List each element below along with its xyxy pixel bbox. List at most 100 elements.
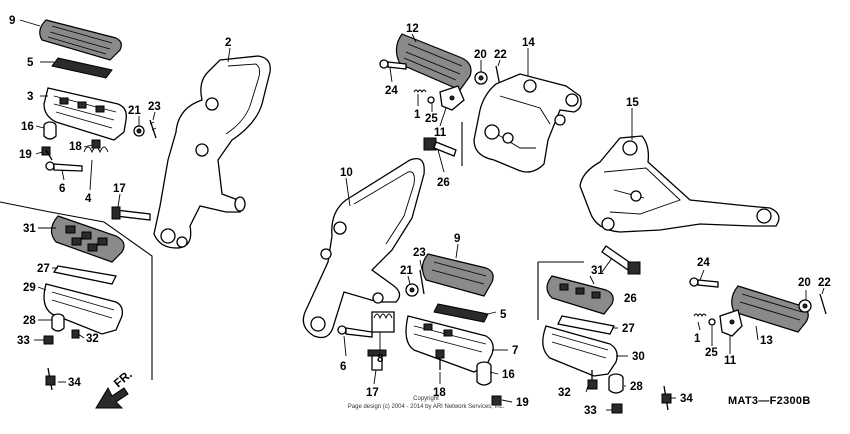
part-ball-25-right (708, 318, 716, 326)
diagram-code: MAT3—F2300B (728, 395, 811, 407)
part-bolt-34-left (45, 367, 56, 391)
callout-9: 9 (9, 15, 15, 27)
callout-32b: 32 (558, 387, 571, 399)
copyright-line-2: Page design (c) 2004 - 2014 by ARI Netwo… (348, 404, 505, 410)
part-bolt-18-center (435, 349, 445, 370)
callout-1: 1 (414, 109, 421, 121)
part-bolt-17-center (367, 349, 387, 371)
callout-19b: 19 (516, 397, 529, 409)
callout-5: 5 (27, 57, 34, 69)
part-spring-1-center (413, 89, 427, 94)
leaders-right (585, 108, 825, 411)
part-bolt-32-right (587, 370, 598, 390)
callout-17b: 17 (366, 387, 379, 399)
part-footpeg-30 (542, 325, 618, 377)
callout-26: 26 (437, 177, 450, 189)
callout-17: 17 (113, 183, 126, 195)
part-bracket-2 (153, 55, 271, 249)
part-bolt-19-left (41, 146, 53, 161)
callout-25b: 25 (705, 347, 718, 359)
part-plate-27-left (52, 265, 117, 285)
callout-2: 2 (225, 37, 231, 49)
callout-4: 4 (85, 193, 92, 205)
part-bracket-14 (473, 73, 582, 173)
part-bolt-33-left (43, 335, 54, 345)
part-pin-23-center (419, 269, 425, 295)
callout-11b: 11 (724, 355, 737, 367)
part-spring-8 (371, 311, 395, 333)
callout-3: 3 (27, 91, 33, 103)
part-washer-21-left (133, 125, 145, 137)
part-bolt-26-right (601, 245, 641, 275)
callout-18: 18 (69, 141, 82, 153)
boxed-subassembly-right (537, 261, 584, 320)
part-washer-20-right (798, 299, 812, 313)
part-bushing-28-left (51, 313, 65, 332)
part-footpeg-rubber-9-center (421, 253, 494, 297)
part-footpeg-rubber-31-left (50, 215, 125, 263)
callout-15: 15 (626, 97, 639, 109)
callout-29: 29 (23, 282, 36, 294)
part-footpeg-29 (43, 283, 124, 335)
callout-7: 7 (512, 345, 518, 357)
part-bolt-26-center (423, 137, 457, 157)
callout-10: 10 (340, 167, 353, 179)
part-pin-6-center (337, 325, 373, 338)
callout-24: 24 (385, 85, 398, 97)
part-footpeg-upper-left (43, 87, 127, 141)
callout-21: 21 (128, 105, 141, 117)
callout-5b: 5 (500, 309, 507, 321)
callout-1b: 1 (694, 333, 701, 345)
callout-16: 16 (21, 121, 34, 133)
callout-9b: 9 (454, 233, 460, 245)
callout-20b: 20 (798, 277, 811, 289)
front-direction-label: FR. (111, 367, 135, 390)
front-direction-arrow (95, 386, 129, 409)
part-plate-upper-left (51, 57, 113, 79)
part-bushing-28-right (608, 373, 624, 394)
part-footpeg-rubber-31-right (546, 275, 614, 315)
callout-21b: 21 (400, 265, 413, 277)
part-spring-1-right (693, 313, 707, 318)
callout-18b: 18 (433, 387, 446, 399)
part-bushing-16-left (43, 121, 57, 140)
part-plate-27-right (557, 315, 615, 335)
callout-19: 19 (19, 149, 32, 161)
part-bolt-33-right (611, 403, 623, 414)
callout-33: 33 (17, 335, 30, 347)
part-plate-5-center (433, 303, 489, 323)
part-bracket-15 (579, 135, 780, 233)
part-footpeg-rubber-upper-left (39, 19, 122, 61)
part-bolt-24-right (689, 277, 719, 288)
part-footpeg-rubber-12 (395, 33, 472, 91)
callout-32: 32 (86, 333, 99, 345)
part-bolt-19-center (491, 395, 502, 406)
callout-13: 13 (760, 335, 773, 347)
callout-20: 20 (474, 49, 487, 61)
callout-34: 34 (68, 377, 81, 389)
callout-22b: 22 (818, 277, 831, 289)
part-bushing-16-center (476, 361, 492, 386)
callout-6b: 6 (340, 361, 346, 373)
copyright-line-1: Copyright (413, 396, 439, 402)
callout-30: 30 (632, 351, 645, 363)
callout-16b: 16 (502, 369, 515, 381)
callout-28b: 28 (630, 381, 643, 393)
callout-24b: 24 (697, 257, 710, 269)
callout-23: 23 (148, 101, 161, 113)
leaders-center-lower (343, 177, 513, 403)
part-ball-25-center (427, 96, 435, 104)
part-plate-11-right (719, 309, 743, 337)
callout-25: 25 (425, 113, 438, 125)
callout-31: 31 (23, 223, 36, 235)
callout-labels: 9 5 3 16 19 21 23 18 6 4 17 2 31 27 29 2… (9, 15, 831, 417)
callout-11: 11 (434, 127, 447, 139)
callout-6: 6 (59, 183, 65, 195)
callout-27b: 27 (622, 323, 635, 335)
callout-23b: 23 (413, 247, 426, 259)
leaders-left-upper (19, 19, 231, 208)
part-bracket-10 (302, 157, 425, 339)
leaders-center-top (389, 33, 529, 173)
